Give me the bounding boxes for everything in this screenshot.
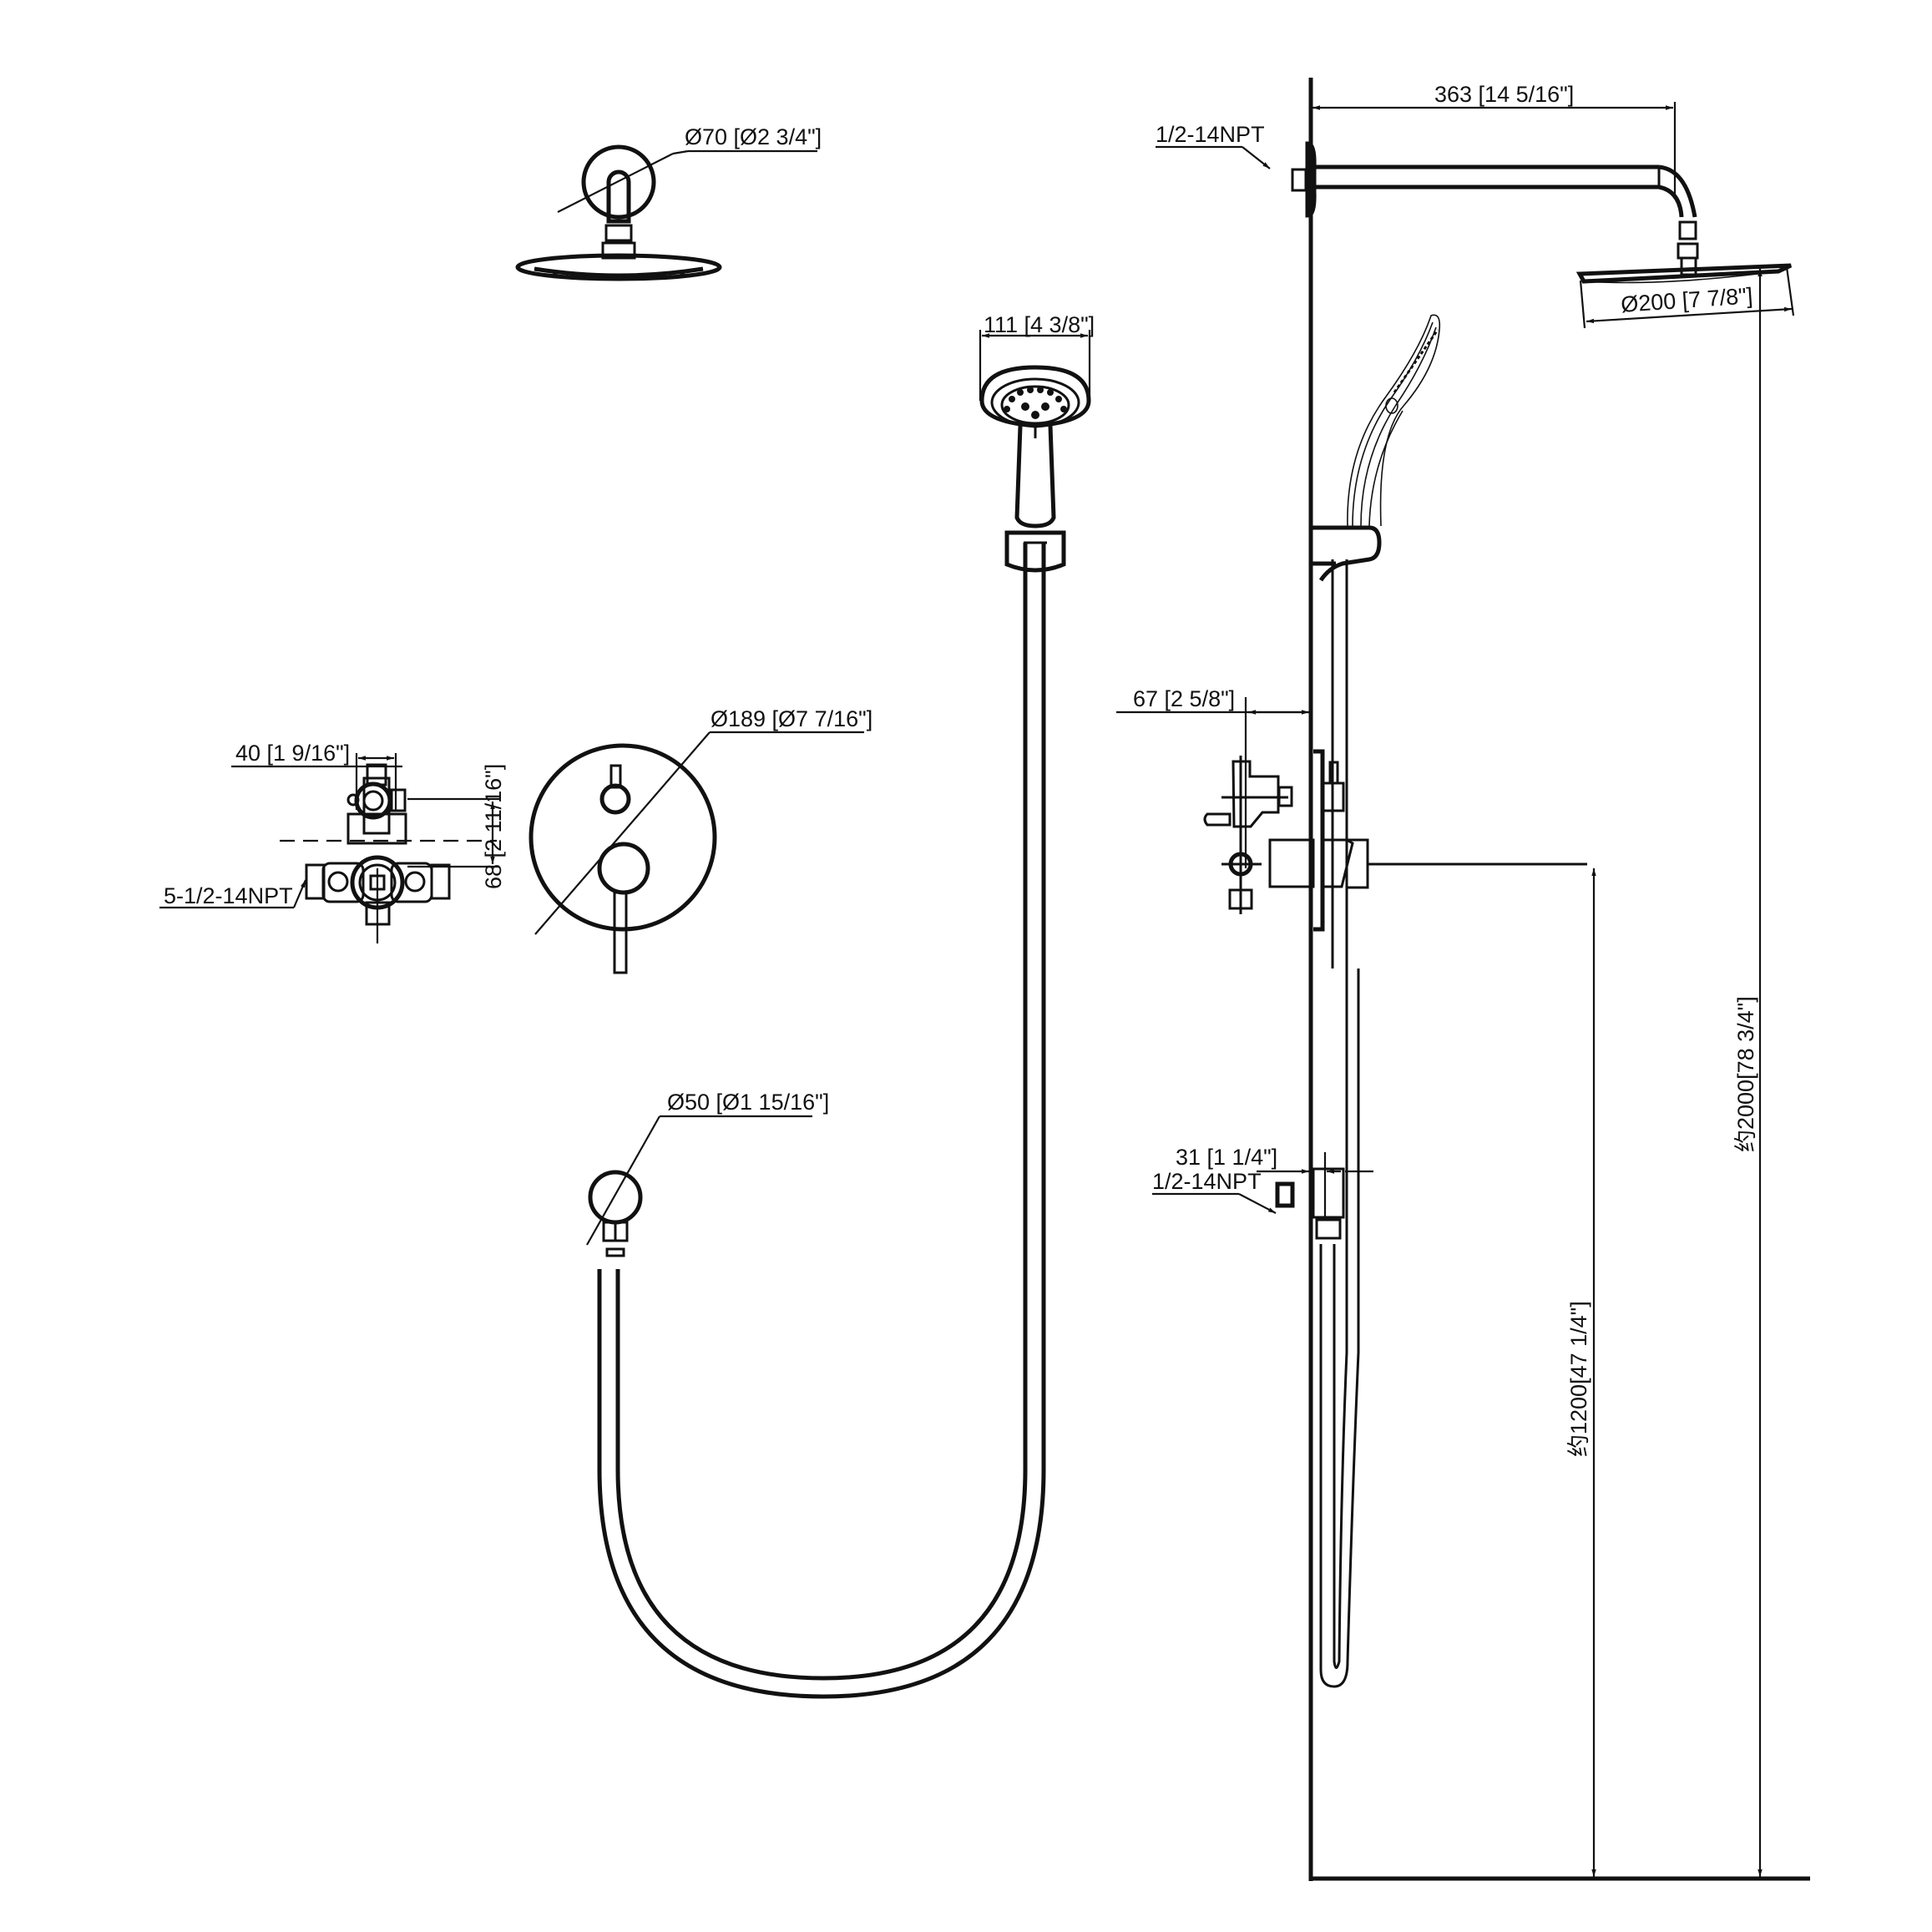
handshower-width-label: 111 [4 3/8"] (984, 312, 1095, 337)
arm-thread-nipple (1291, 168, 1307, 192)
arm-flange (1305, 141, 1317, 218)
valve-ports-label: 5-1/2-14NPT (164, 883, 293, 908)
trim-plate-front-view: Ø189 [Ø7 7/16"] (529, 706, 872, 974)
arm-length-label: 363 [14 5/16"] (1434, 82, 1574, 107)
rain-shower-head-front-view: Ø70 [Ø2 3/4"] (515, 124, 822, 281)
arm-nut-1 (1678, 220, 1697, 240)
elbow-projection-label: 31 [1 1/4"] (1176, 1145, 1277, 1170)
elbow-flange-circle (588, 1170, 643, 1225)
side-elevation-view: 363 [14 5/16"] 1/2-14NPT Ø200 [7 7/8"] 约… (1116, 78, 1810, 1881)
supply-elbow-view: Ø50 [Ø1 15/16"] (586, 1090, 829, 1257)
elbow-body (1312, 1167, 1345, 1219)
valve-height-label: 68 [2 11/16"] (481, 764, 506, 889)
handle-side (1345, 838, 1369, 889)
nut-2 (601, 241, 636, 260)
hose-loop-inner (597, 1269, 1046, 1699)
hand-shower-holder (1004, 530, 1066, 573)
arm-thread-label: 1/2-14NPT (1156, 122, 1265, 147)
valve-upper-bracket (346, 812, 407, 845)
handle-hub-side (1321, 838, 1354, 888)
handshower-side-outline (1347, 314, 1441, 527)
lever-handle (613, 891, 628, 974)
rain-head-nozzles (534, 266, 704, 278)
hose-side-2 (1333, 969, 1348, 1669)
dimension-line-flange (557, 153, 674, 213)
valve-width-label: 40 [1 9/16"] (235, 741, 350, 766)
handheld-shower-front-view: 111 [4 3/8"] (979, 312, 1095, 1469)
nozzle-dots (553, 271, 685, 281)
head-height-label: 约2000[78 3/4"] (1733, 996, 1758, 1152)
rough-in-valve-front-view: 40 [1 9/16"] 5-1/2-14NPT 68 [2 11/16" (159, 741, 506, 943)
hose-loop-outer (615, 1269, 1028, 1681)
port-right (430, 863, 451, 900)
arm-stub (606, 169, 631, 224)
wall-flange-circle (581, 144, 656, 220)
port-left (305, 863, 326, 900)
trim-plate-circle (529, 743, 717, 932)
valve-side-knob (1203, 812, 1232, 827)
rain-head-diameter-dimension (1586, 306, 1793, 324)
cartridge-circle (354, 781, 392, 820)
hose-side-1 (1319, 969, 1360, 1688)
trim-plate-side (1313, 749, 1325, 932)
nut-1 (604, 224, 633, 242)
flange-diameter-label: Ø70 [Ø2 3/4"] (685, 124, 822, 149)
trim-plate-diameter-label: Ø189 [Ø7 7/16"] (711, 706, 872, 731)
spray-nozzles (1004, 387, 1067, 419)
diameter-dimension (534, 731, 711, 935)
elbow-nut (1315, 1218, 1342, 1240)
valve-floor-height-label: 约1200[47 1/4"] (1566, 1301, 1591, 1457)
elbow-thread-label: 1/2-14NPT (1152, 1169, 1262, 1194)
valve-depth-label: 67 [2 5/8"] (1133, 686, 1235, 711)
elbow-thread-nipple (1275, 1181, 1295, 1208)
handle (1014, 425, 1056, 529)
supply-elbow-diameter-label: Ø50 [Ø1 15/16"] (667, 1090, 829, 1115)
valve-sleeve (1268, 838, 1315, 888)
diverter-knob (599, 783, 631, 815)
